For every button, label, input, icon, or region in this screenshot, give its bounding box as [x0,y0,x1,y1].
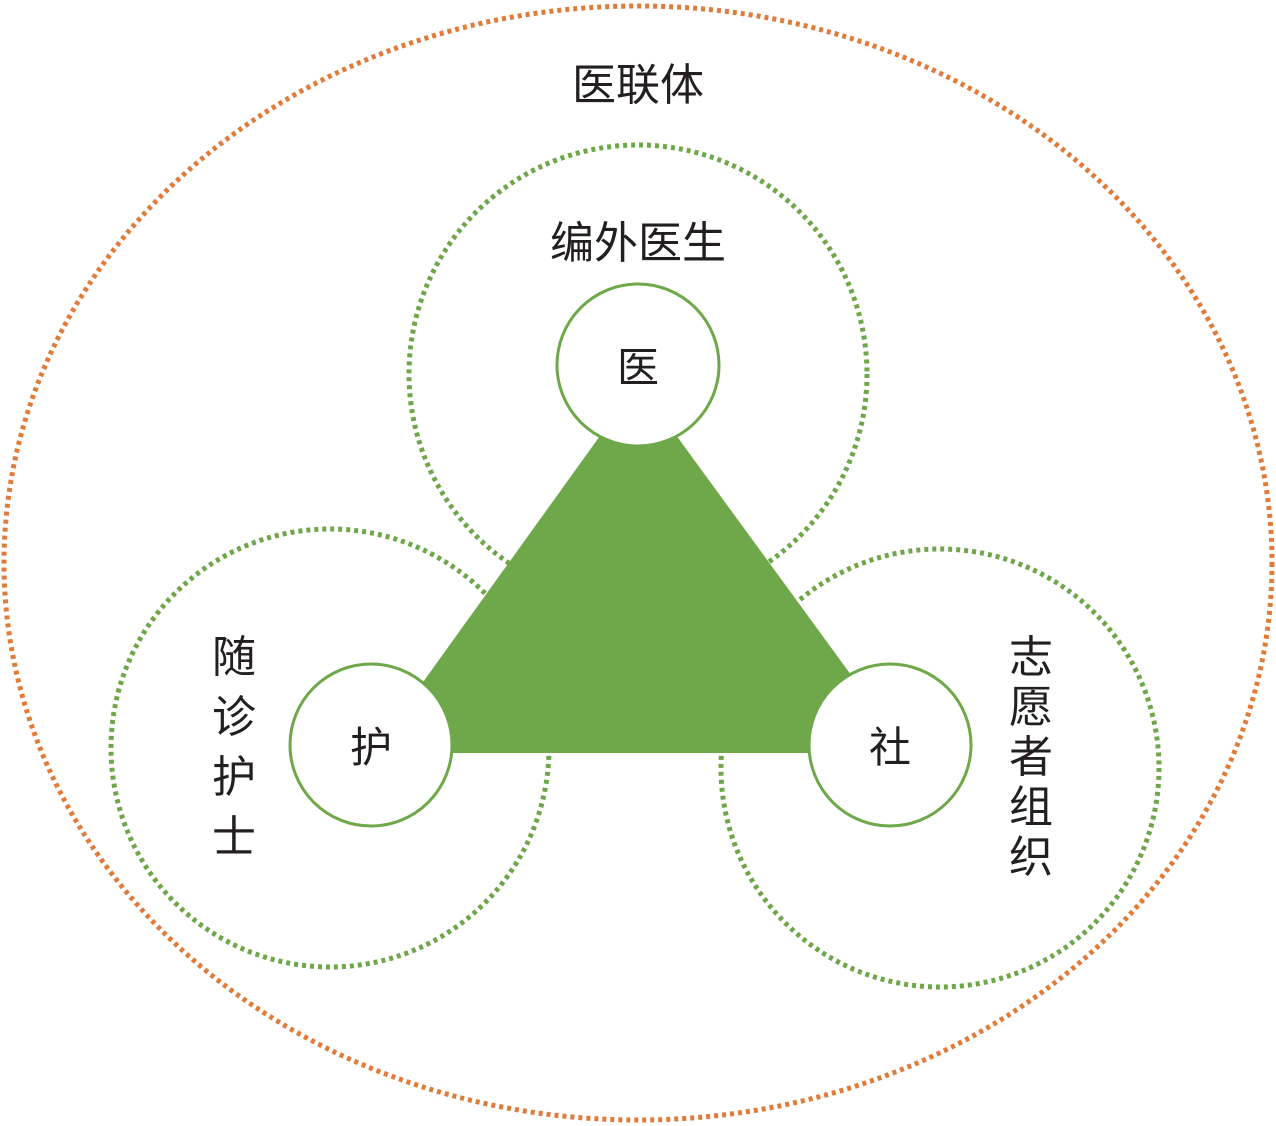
social-group-ring [718,546,1162,990]
social-node-label: 社 [869,723,911,772]
social-group-label-char: 志 [1009,632,1053,683]
nurse-node [288,662,454,828]
outer-alliance-label: 医联体 [572,60,704,111]
outer-alliance-ring [1,3,1275,1123]
social-node [807,662,973,828]
nurse-node-label: 护 [350,723,392,772]
doctor-node [555,282,721,448]
nurse-group-label-char: 士 [212,812,256,863]
doctor-group-label: 编外医生 [550,218,726,269]
nurse-group-label-char: 随 [212,632,256,683]
nurse-group-label-char: 诊 [212,692,256,743]
social-group-label-char: 织 [1009,832,1053,883]
center-triangle [372,383,908,753]
nurse-group-label-char: 护 [212,752,256,803]
doctor-group-ring [406,142,870,606]
social-group-label-char: 组 [1009,782,1053,833]
social-group-label-char: 愿 [1009,682,1053,733]
social-group-label-char: 者 [1009,732,1053,783]
doctor-node-label: 医 [617,343,659,392]
